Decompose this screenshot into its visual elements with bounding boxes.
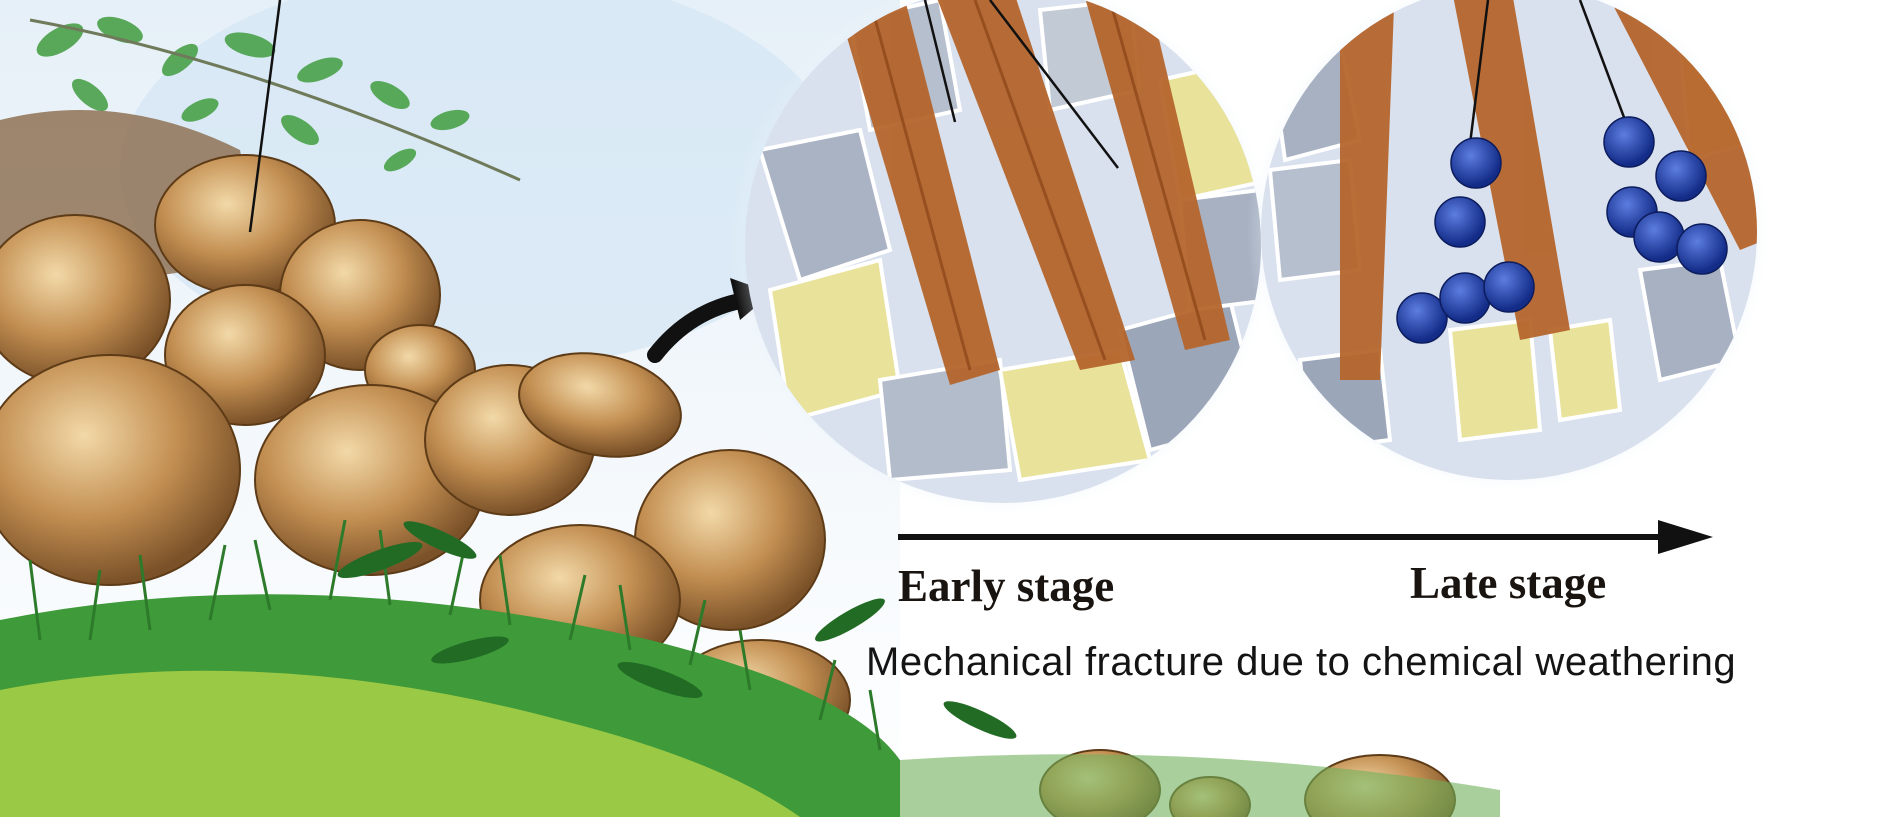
early-stage-label: Early stage (898, 560, 1114, 612)
particle (1435, 197, 1485, 247)
particle (1634, 212, 1684, 262)
particle (1656, 151, 1706, 201)
particle (1440, 273, 1490, 323)
particle (1484, 262, 1534, 312)
arrow-right-icon (898, 520, 1713, 554)
late-stage-label: Late stage (1410, 557, 1606, 609)
particle (1451, 138, 1501, 188)
caption: Mechanical fracture due to chemical weat… (866, 640, 1736, 685)
particle (1677, 224, 1727, 274)
particle (1604, 117, 1654, 167)
